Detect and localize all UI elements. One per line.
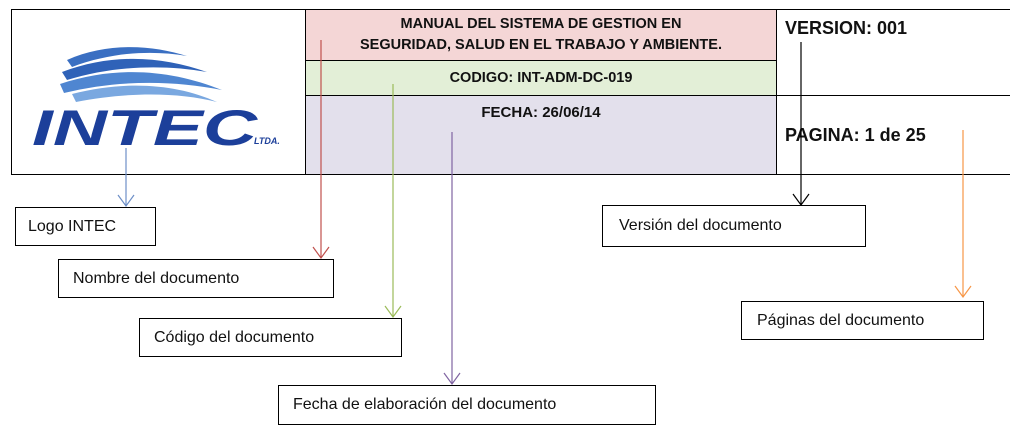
page-cell: PAGINA: 1 de 25 <box>776 95 1010 175</box>
intec-logo: INTEC LTDA. <box>32 47 280 156</box>
logo-text: INTEC <box>32 100 258 156</box>
label-paginas: Páginas del documento <box>741 301 984 340</box>
page-text: PAGINA: 1 de 25 <box>785 124 926 145</box>
logo-wave-3 <box>60 72 222 93</box>
label-fecha: Fecha de elaboración del documento <box>278 385 656 425</box>
logo-wave-1 <box>67 47 187 67</box>
arrow-codigo <box>384 84 402 319</box>
title-line-1: MANUAL DEL SISTEMA DE GESTION EN <box>400 16 682 32</box>
code-text: CODIGO: INT-ADM-DC-019 <box>449 70 633 86</box>
arrow-nombre <box>312 40 330 260</box>
logo-wave-2 <box>62 58 207 80</box>
logo-suffix: LTDA. <box>254 136 280 146</box>
title-line-2: SEGURIDAD, SALUD EN EL TRABAJO Y AMBIENT… <box>359 37 722 53</box>
arrow-paginas <box>954 130 972 299</box>
arrow-logo <box>117 148 135 208</box>
logo-wave-4 <box>72 85 217 102</box>
label-version: Versión del documento <box>602 205 866 247</box>
label-logo: Logo INTEC <box>15 207 156 246</box>
logo-cell: INTEC LTDA. <box>11 9 306 175</box>
version-text: VERSION: 001 <box>785 18 908 38</box>
arrow-version <box>792 42 810 207</box>
document-header-table: INTEC LTDA. MANUAL DEL SISTEMA DE GESTIO… <box>11 9 1010 175</box>
label-codigo: Código del documento <box>139 318 402 357</box>
date-cell: FECHA: 26/06/14 <box>305 95 777 175</box>
document-title-cell: MANUAL DEL SISTEMA DE GESTION EN SEGURID… <box>305 9 777 61</box>
date-text: FECHA: 26/06/14 <box>481 104 601 121</box>
arrow-fecha <box>443 132 461 386</box>
label-nombre: Nombre del documento <box>58 259 334 298</box>
